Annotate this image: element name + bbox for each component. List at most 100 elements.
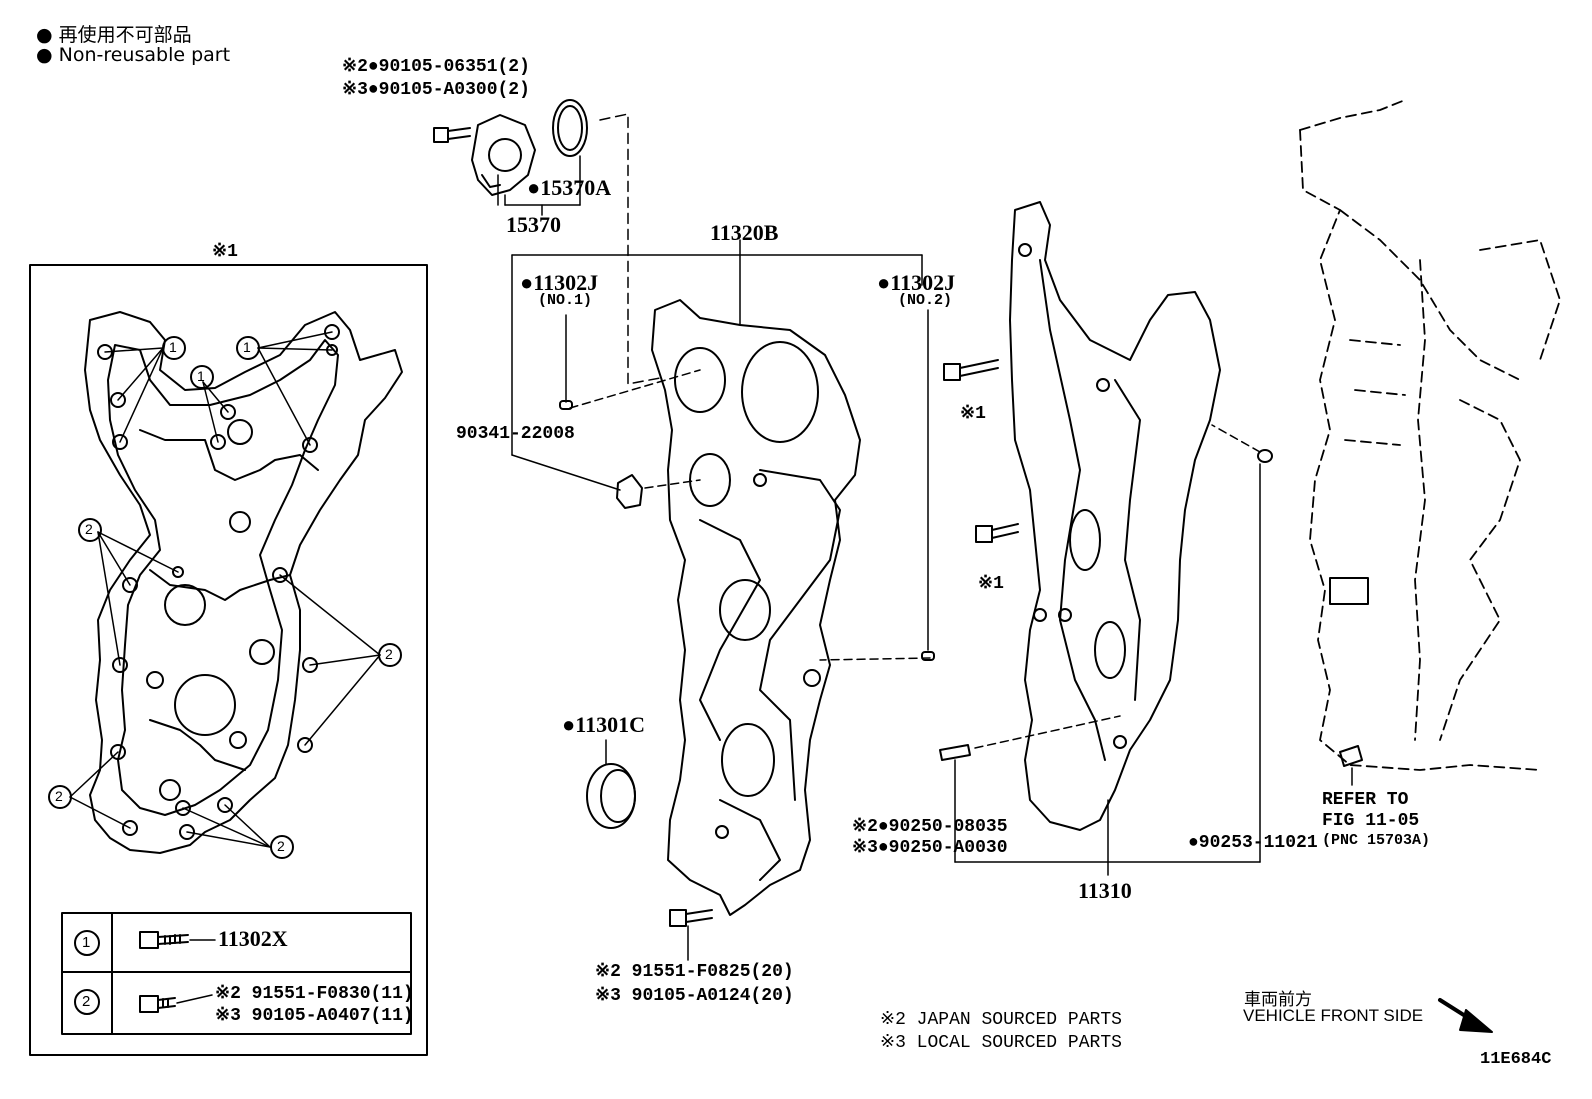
inset-gasket-outline (84, 311, 403, 854)
bolt-note-mark: ※1 (978, 574, 1004, 594)
inset-hole (146, 671, 164, 689)
part-callout-11302j-no1[interactable]: ●11302J (520, 270, 599, 295)
timing-case-hole (1033, 608, 1047, 622)
front-cover-hole (753, 473, 767, 487)
front-cover-rib (759, 469, 841, 801)
refer-text-line2[interactable]: FIG 11-05 (1322, 811, 1420, 831)
bolt-icon (975, 523, 1019, 543)
inset-frame (29, 264, 428, 1056)
inset-hole (227, 419, 253, 445)
inset-marker-label: 2 (55, 788, 63, 804)
bolt-icon (433, 127, 471, 143)
table-row2-number: 2 (82, 993, 91, 1010)
timing-case-hole (1096, 378, 1110, 392)
inset-marker-label: 2 (385, 646, 393, 662)
dowel-pin-90250 (939, 744, 971, 761)
bolt-icon (139, 994, 213, 1013)
pump-cover-15370-drawing (471, 114, 536, 196)
part-callout-90105-a0300[interactable]: ※3●90105-A0300(2) (342, 80, 530, 100)
part-callout-90253-11021[interactable]: ●90253-11021 (1188, 833, 1318, 853)
front-cover-rib (699, 519, 761, 741)
inset-hole (174, 674, 236, 736)
bolt-icon (139, 931, 216, 949)
front-direction-arrowhead (1459, 1009, 1493, 1033)
seal-ring-15370a-inner (557, 105, 583, 151)
front-cover-bore (689, 453, 731, 507)
part-15703a (1339, 745, 1363, 767)
engine-block-outline (1299, 99, 1561, 771)
seal-ring-15370a (552, 99, 588, 157)
front-cover-rib (719, 799, 781, 881)
inset-marker-label: 2 (277, 838, 285, 854)
table-row2-part-japan[interactable]: ※2 91551-F0830(11) (215, 984, 414, 1004)
table-row2-part-local[interactable]: ※3 90105-A0407(11) (215, 1006, 414, 1026)
inset-leaders-1 (104, 331, 333, 446)
dash-leader (569, 369, 701, 409)
timing-case-hole (1018, 243, 1032, 257)
inset-table (61, 912, 412, 1035)
inset-marker-label: 1 (243, 339, 251, 355)
part-callout-15370a[interactable]: ●15370A (527, 175, 612, 200)
part-callout-90105-06351[interactable]: ※2●90105-06351(2) (342, 57, 530, 77)
legend-japanese: ● 再使用不可部品 (36, 24, 192, 46)
pin-90253-11021 (1257, 449, 1273, 463)
leaders-11310 (954, 463, 1261, 876)
front-cover-hole (715, 825, 729, 839)
inset-marker-label: 2 (85, 521, 93, 537)
inset-marker-label: 1 (169, 339, 177, 355)
inset-markers (48, 336, 402, 859)
part-callout-11302j-no2[interactable]: ●11302J (877, 270, 956, 295)
pump-cover-hole (488, 138, 522, 172)
front-cover-hole (803, 669, 821, 687)
inset-hole (164, 584, 206, 626)
refer-text-line3[interactable]: (PNC 15703A) (1322, 832, 1431, 849)
timing-case-opening (1094, 621, 1126, 679)
inset-rib (149, 569, 291, 601)
inset-marker-label: 1 (197, 368, 205, 384)
legend-english: ● Non-reusable part (36, 44, 231, 66)
table-marker-1 (74, 930, 100, 956)
front-cover-bore (721, 723, 775, 797)
table-marker-2 (74, 989, 100, 1015)
part-callout-11320b[interactable]: 11320B (710, 220, 779, 245)
refer-text-line1[interactable]: REFER TO (1322, 790, 1409, 810)
direction-label-jp: 車両前方 (1244, 990, 1312, 1010)
bolt-icon (669, 909, 713, 961)
front-cover-11320b-drawing (651, 299, 861, 916)
inset-gasket-inner (107, 339, 339, 816)
plug-11302j-no1 (616, 474, 643, 509)
front-cover-bore (674, 347, 726, 413)
part-callout-11310[interactable]: 11310 (1078, 878, 1132, 903)
pump-cover-tab (481, 174, 501, 188)
timing-case-hole (1058, 608, 1072, 622)
part-callout-90250-08035[interactable]: ※2●90250-08035 (852, 817, 1008, 837)
part-callout-91551-f0825[interactable]: ※2 91551-F0825(20) (595, 962, 794, 982)
note-local-sourced: ※3 LOCAL SOURCED PARTS (880, 1033, 1122, 1053)
inset-rib (149, 719, 246, 771)
timing-case-11310-drawing (1009, 201, 1221, 831)
dash-leader (819, 657, 931, 661)
table-row1-number: 1 (82, 934, 91, 951)
table-row1-part[interactable]: 11302X (218, 926, 288, 951)
part-callout-11302j-no2-sub: (NO.2) (898, 292, 953, 309)
engine-block-boss (1329, 577, 1369, 605)
front-cover-bore (741, 341, 819, 443)
inset-title: ※1 (212, 242, 238, 262)
front-cover-bore (719, 579, 771, 641)
part-callout-15370[interactable]: 15370 (506, 212, 561, 237)
direction-label-en: VEHICLE FRONT SIDE (1243, 1006, 1424, 1025)
note-japan-sourced: ※2 JAPAN SOURCED PARTS (880, 1010, 1122, 1030)
pin-11302j-no2 (921, 651, 935, 661)
inset-hole (229, 731, 247, 749)
timing-case-opening (1069, 509, 1101, 571)
inset-rib (139, 429, 319, 481)
part-callout-90341-22008[interactable]: 90341-22008 (456, 424, 575, 444)
leaders-11320b (511, 239, 929, 651)
timing-case-rib (1039, 259, 1106, 761)
part-callout-90105-a0124[interactable]: ※3 90105-A0124(20) (595, 986, 794, 1006)
pin-90341 (559, 400, 573, 410)
part-callout-90250-a0030[interactable]: ※3●90250-A0030 (852, 838, 1008, 858)
part-callout-11301c[interactable]: ●11301C (562, 712, 645, 737)
inset-bolt-holes-2 (110, 566, 318, 840)
